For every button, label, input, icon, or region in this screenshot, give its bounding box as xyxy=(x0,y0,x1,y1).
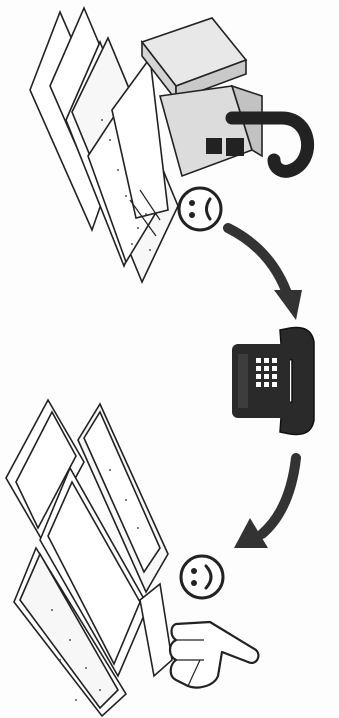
sorted-panel-stack xyxy=(6,400,172,716)
telephone-icon xyxy=(232,328,314,435)
sad-face-icon xyxy=(179,188,221,230)
pointing-hand-icon xyxy=(170,622,258,688)
curved-arrow-icon xyxy=(234,458,296,548)
curved-arrow-icon xyxy=(228,228,302,320)
happy-face-icon xyxy=(181,556,223,598)
